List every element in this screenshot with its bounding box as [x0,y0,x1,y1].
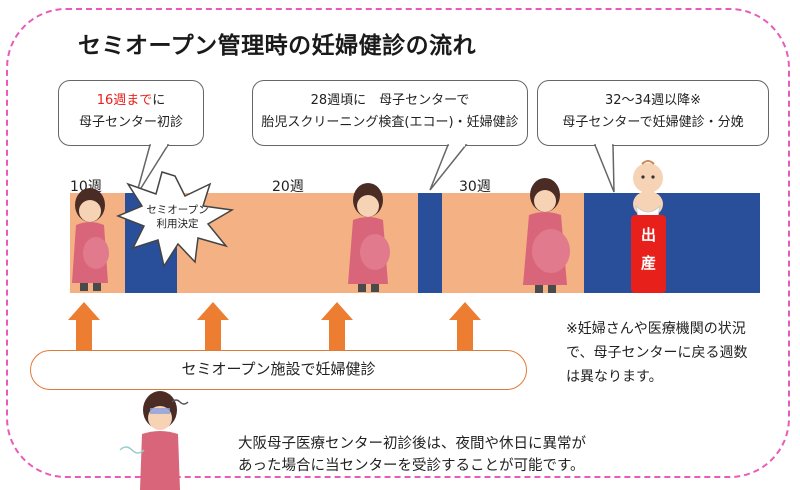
burst-label-line2: 利用決定 [156,218,199,230]
bottom-note: 大阪母子医療センター初診後は、夜間や休日に異常が あった場合に当センターを受診す… [238,433,586,477]
week-label-30: 30週 [459,179,491,195]
side-note: ※妊婦さんや医療機関の状況 で、母子センターに戻る週数 は異なります。 [566,317,747,389]
semi-open-facility-pill: セミオープン施設で妊婦健診 [30,350,527,390]
timeline-segment-screening [418,193,442,293]
pregnant-woman-icon [523,178,570,293]
callout-screening-line2: 胎児スクリーニング検査(エコー)・妊婦健診 [261,115,519,130]
week-label-20: 20週 [272,179,304,195]
up-arrow-icon [449,302,481,352]
up-arrow-icon [197,302,229,352]
pregnant-woman-icon [348,183,390,292]
callout-first-visit: 16週までに 母子センター初診 [58,80,204,146]
burst-label: セミオープン 利用決定 [140,203,215,231]
bottom-note-line2: あった場合に当センターを受診することが可能です。 [238,458,585,474]
burst-icon [115,171,235,268]
callout-screening: 28週頃に 母子センターで 胎児スクリーニング検査(エコー)・妊婦健診 [252,80,528,146]
callout-first-suffix: に [152,93,166,108]
callout-delivery-line2: 母子センターで妊婦健診・分娩 [562,115,744,130]
burst-label-line1: セミオープン [146,204,209,216]
callout-deadline: 16週まで [96,93,153,108]
up-arrow-icon [68,302,100,352]
timeline-segment-delivery [584,193,760,293]
bottom-note-line1: 大阪母子医療センター初診後は、夜間や休日に異常が [238,436,586,452]
birth-marker: 出 産 [631,215,666,293]
side-note-line3: は異なります。 [566,369,663,385]
page-title: セミオープン管理時の妊婦健診の流れ [78,33,477,59]
callout-delivery: 32～34週以降※ 母子センターで妊婦健診・分娩 [537,80,769,146]
dashed-frame [6,8,790,478]
callout-screening-line1: 28週頃に 母子センターで [310,93,470,108]
pregnant-woman-icon [72,188,109,291]
birth-char-1: 出 [640,226,656,244]
worried-woman-icon [119,391,189,490]
side-note-line1: ※妊婦さんや医療機関の状況 [566,321,746,337]
side-note-line2: で、母子センターに戻る週数 [566,345,748,361]
up-arrow-icon [321,302,353,352]
callout-delivery-line1: 32～34週以降※ [605,93,701,108]
callout-first-line2: 母子センター初診 [78,115,183,130]
birth-char-2: 産 [640,254,656,272]
